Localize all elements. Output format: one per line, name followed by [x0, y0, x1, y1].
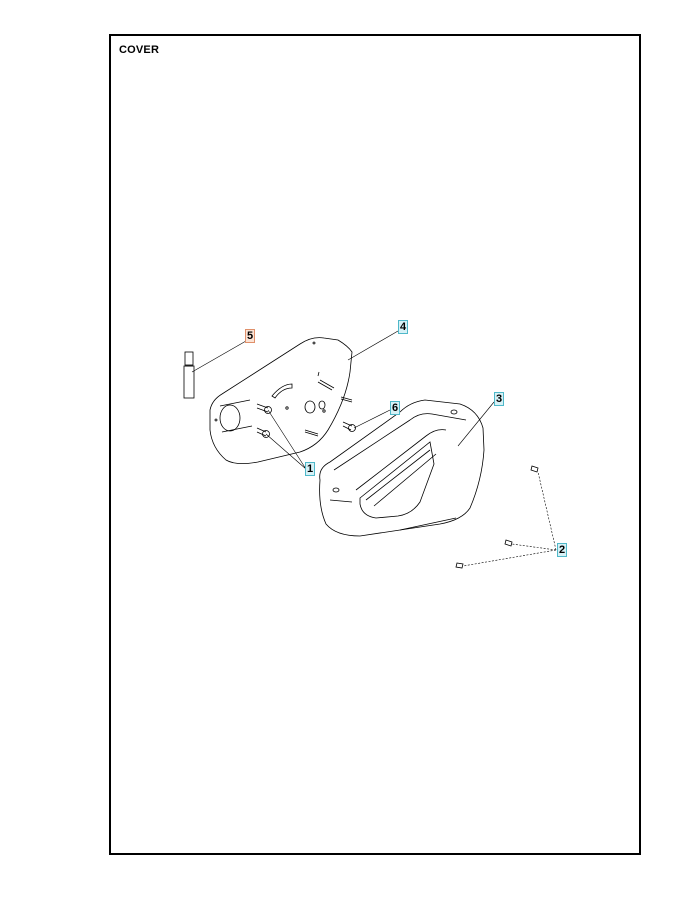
- callout-3[interactable]: 3: [494, 392, 505, 406]
- callout-2[interactable]: 2: [557, 543, 568, 557]
- callout-1[interactable]: 1: [305, 462, 316, 476]
- callout-5[interactable]: 5: [245, 329, 256, 343]
- page-title: COVER: [119, 44, 160, 56]
- bracket-part: [183, 351, 195, 399]
- callout-4[interactable]: 4: [398, 320, 409, 334]
- cover-shell-part: [319, 399, 485, 537]
- callout-6[interactable]: 6: [390, 401, 401, 415]
- mounting-plate-part: [209, 337, 353, 464]
- leader-lines: [191, 330, 557, 567]
- drawing-frame: [109, 34, 641, 855]
- bolt-part: [342, 421, 356, 432]
- screw-part-1: [256, 403, 272, 438]
- screw-part-2: [455, 465, 539, 569]
